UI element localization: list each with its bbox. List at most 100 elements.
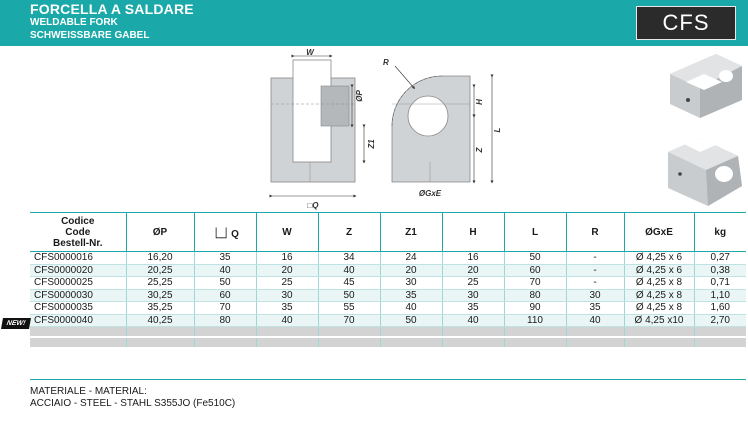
table-empty-cell: [565, 337, 624, 349]
table-cell: 70: [317, 314, 380, 327]
table-cell: 20: [255, 264, 318, 277]
title-german: SCHWEISSBARE GABEL: [30, 30, 150, 41]
table-cell: 60: [503, 264, 566, 277]
table-empty-cell: [441, 337, 504, 349]
table-cell: 50: [317, 289, 380, 302]
table-cell: 50: [503, 251, 566, 265]
label-p: ØP: [355, 90, 364, 102]
table-cell: -: [565, 264, 624, 277]
table-cell: 20: [379, 264, 442, 277]
table-cell: 80: [193, 314, 256, 327]
table-cell: 35: [441, 301, 504, 315]
table-cell: CFS0000040: [30, 314, 126, 327]
table-cell: CFS0000035: [30, 301, 126, 315]
table-cell: 55: [317, 301, 380, 315]
table-cell: 20: [441, 264, 504, 277]
table-cell: 40: [441, 314, 504, 327]
table-empty-cell: [503, 337, 566, 349]
table-cell: 35: [193, 251, 256, 265]
table-cell: 30,25: [125, 289, 194, 302]
table-empty-cell: [565, 326, 624, 338]
table-cell: -: [565, 276, 624, 290]
table-cell: Ø 4,25 x 6: [623, 264, 694, 277]
table-cell: 70: [503, 276, 566, 290]
header-z1: Z1: [379, 212, 442, 252]
table-cell: CFS0000025: [30, 276, 126, 290]
table-empty-cell: [693, 337, 746, 349]
table-cell: Ø 4,25 x 6: [623, 251, 694, 265]
material-note: MATERIALE - MATERIAL: ACCIAIO - STEEL - …: [30, 379, 746, 410]
table-cell: 60: [193, 289, 256, 302]
header-kg: kg: [693, 212, 746, 252]
table-empty-cell: [693, 326, 746, 338]
product-code-box: CFS: [636, 6, 736, 40]
table-cell: 80: [503, 289, 566, 302]
table-empty-cell: [125, 326, 194, 338]
table-empty-cell: [379, 326, 442, 338]
render-bottom: [668, 138, 742, 206]
table-cell: 40: [565, 314, 624, 327]
table-empty-cell: [441, 326, 504, 338]
table-cell: 35,25: [125, 301, 194, 315]
header-z: Z: [317, 212, 380, 252]
table-cell: 30: [255, 289, 318, 302]
table-empty-cell: [317, 326, 380, 338]
table-cell: 0,38: [693, 264, 746, 277]
table-cell: 35: [565, 301, 624, 315]
table-cell: 0,71: [693, 276, 746, 290]
table-empty-cell: [30, 337, 126, 349]
product-titles: FORCELLA A SALDARE WELDABLE FORK SCHWEIS…: [30, 1, 194, 42]
table-cell: 40: [379, 301, 442, 315]
label-q: □Q: [307, 201, 319, 210]
table-empty-cell: [193, 326, 256, 338]
label-r: R: [383, 58, 389, 67]
table-cell: 30: [565, 289, 624, 302]
table-cell: Ø 4,25 x10: [623, 314, 694, 327]
table-cell: 16,20: [125, 251, 194, 265]
title-english: WELDABLE FORK: [30, 17, 118, 28]
table-cell: 1,60: [693, 301, 746, 315]
table-empty-cell: [623, 337, 694, 349]
header-w: W: [255, 212, 318, 252]
header-gxe: ØGxE: [623, 212, 694, 252]
table-empty-row: [30, 337, 746, 349]
header-q: ⎿⏌Q: [193, 212, 256, 252]
table-cell: 35: [379, 289, 442, 302]
table-empty-cell: [379, 337, 442, 349]
table-cell: 30: [441, 289, 504, 302]
table-empty-cell: [255, 326, 318, 338]
table-cell: 2,70: [693, 314, 746, 327]
table-cell: CFS0000016: [30, 251, 126, 265]
table-empty-cell: [503, 326, 566, 338]
table-cell: 45: [317, 276, 380, 290]
header-r: R: [565, 212, 624, 252]
table-cell: 70: [193, 301, 256, 315]
table-cell: -: [565, 251, 624, 265]
table-cell: 35: [255, 301, 318, 315]
header-banner: FORCELLA A SALDARE WELDABLE FORK SCHWEIS…: [0, 0, 748, 46]
title-italian: FORCELLA A SALDARE: [30, 1, 194, 17]
table-cell: 30: [379, 276, 442, 290]
table-cell: 40: [193, 264, 256, 277]
table-cell: 25,25: [125, 276, 194, 290]
table-empty-cell: [30, 326, 126, 338]
table-cell: 50: [379, 314, 442, 327]
label-h: H: [475, 99, 484, 105]
table-empty-cell: [317, 337, 380, 349]
material-label: MATERIALE - MATERIAL:: [30, 386, 147, 397]
table-cell: 110: [503, 314, 566, 327]
table-empty-cell: [255, 337, 318, 349]
technical-drawing: W ØP Z1 □Q R H Z L ØGxE: [269, 48, 742, 210]
header-h: H: [441, 212, 504, 252]
table-cell: 90: [503, 301, 566, 315]
